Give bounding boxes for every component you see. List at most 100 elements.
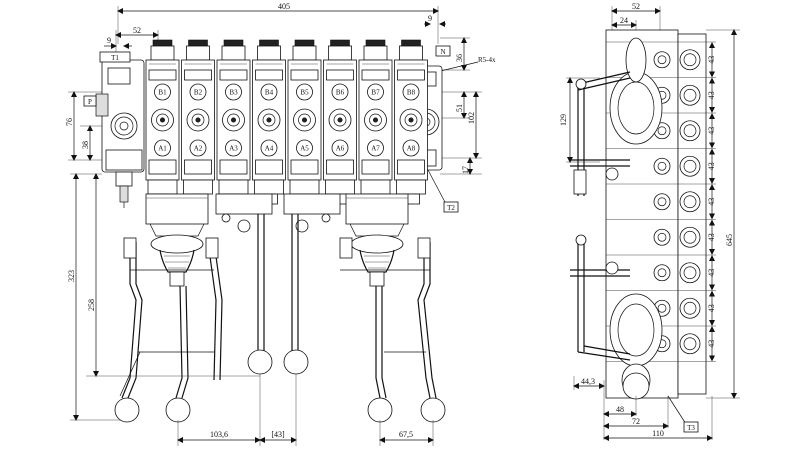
side-port-T3-box: [683, 421, 699, 433]
port-b-circle: [260, 83, 278, 101]
port-a-circle: [189, 139, 207, 157]
port-T2-box: [443, 201, 459, 213]
side-dim-129-label: 129: [559, 114, 568, 126]
side-port-T3-label: T3: [687, 424, 695, 432]
side-dim-24-label: 24: [620, 16, 628, 25]
side-view: 52 24: [559, 2, 740, 441]
dim-17-label: 17: [461, 166, 470, 174]
port-a-label: A3: [229, 145, 238, 153]
joystick-housing-left: [145, 193, 209, 287]
port-P-label: P: [88, 98, 92, 106]
port-b-label: B5: [300, 89, 309, 97]
side-pitch-label: 43: [707, 233, 716, 241]
port-b-circle: [367, 83, 384, 101]
side-pitch-label: 43: [707, 91, 716, 99]
port-a-circle: [367, 139, 384, 157]
joystick-housing-right: [345, 193, 409, 287]
side-port-circle: [679, 333, 701, 355]
joystick-left-levers: [114, 237, 223, 423]
port-T2-label: T2: [447, 204, 455, 212]
side-pitch-label: 43: [707, 56, 716, 64]
dim-76-label: 76: [65, 118, 74, 126]
port-a-label: A8: [407, 145, 416, 153]
dim-67-5-label: 67,5: [399, 430, 413, 439]
center-linkage: [215, 193, 341, 375]
side-port-circle: [679, 155, 701, 177]
side-port-circle: [679, 226, 701, 248]
side-levers: [570, 71, 650, 400]
dim-52-label: 52: [133, 26, 141, 35]
port-a-circle: [331, 139, 349, 157]
port-b-label: B6: [336, 89, 345, 97]
port-a-label: A7: [371, 145, 380, 153]
port-b-circle: [402, 83, 420, 101]
port-T1-label: T1: [111, 54, 119, 62]
side-dim-110-label: 110: [652, 429, 664, 438]
dim-103-6-label: 103,6: [210, 430, 228, 439]
port-a-label: A2: [194, 145, 203, 153]
dim-9-right-label: 9: [428, 14, 432, 23]
port-T1-box: [99, 51, 131, 63]
port-b-circle: [154, 83, 171, 101]
port-a-circle: [260, 139, 278, 157]
port-b-circle: [225, 83, 242, 101]
side-port-circle: [679, 49, 701, 71]
side-port-circle: [679, 262, 701, 284]
side-pitch-label: 43: [707, 162, 716, 170]
port-a-circle: [154, 139, 171, 157]
port-b-label: B8: [407, 89, 416, 97]
port-a-label: A4: [265, 145, 274, 153]
side-pitch-label: 43: [707, 340, 716, 348]
side-dim-52-label: 52: [632, 2, 640, 11]
side-dim-645-label: 645: [725, 234, 734, 246]
side-dim-44-3-label: 44,3: [581, 377, 595, 386]
thread-callout: R5-4x: [478, 56, 496, 64]
port-a-circle: [402, 139, 420, 157]
front-view: 405 52 9 9 36 R5-4x 76 38: [65, 2, 496, 446]
port-b-label: B2: [194, 89, 203, 97]
dim-9-left-label: 9: [107, 36, 111, 45]
side-port-circle: [679, 84, 701, 106]
port-b-circle: [189, 83, 207, 101]
side-port-circle: [679, 297, 701, 319]
inlet-section: [95, 59, 145, 208]
side-pitch-label: 43: [707, 127, 716, 135]
side-pitch-dimensions: 43 43 43 43 43 43 43 43 43: [707, 42, 716, 362]
dim-43-bracket-label: [43]: [271, 430, 285, 439]
port-b-label: B7: [371, 89, 380, 97]
side-dim-72-label: 72: [632, 417, 640, 426]
port-b-label: B4: [265, 89, 274, 97]
overall-width-label: 405: [278, 2, 290, 11]
side-pitch-label: 43: [707, 198, 716, 206]
dim-51-label: 51: [455, 104, 464, 112]
side-dim-48-label: 48: [616, 405, 624, 414]
port-b-label: B1: [158, 89, 167, 97]
dim-38-label: 38: [81, 141, 90, 149]
port-a-label: A5: [300, 145, 309, 153]
port-N-box: [435, 45, 451, 57]
side-pitch-label: 43: [707, 304, 716, 312]
dim-102-label: 102: [467, 112, 476, 124]
port-P-box: [83, 95, 97, 107]
port-a-label: A6: [336, 145, 345, 153]
port-N-label: N: [440, 48, 445, 56]
port-a-label: A1: [158, 145, 167, 153]
side-port-circle: [679, 120, 701, 142]
side-port-circle: [679, 191, 701, 213]
side-pitch-label: 43: [707, 269, 716, 277]
joystick-right-levers: [339, 237, 446, 423]
port-b-label: B3: [229, 89, 238, 97]
dim-323-label: 323: [67, 270, 76, 282]
port-b-circle: [331, 83, 349, 101]
